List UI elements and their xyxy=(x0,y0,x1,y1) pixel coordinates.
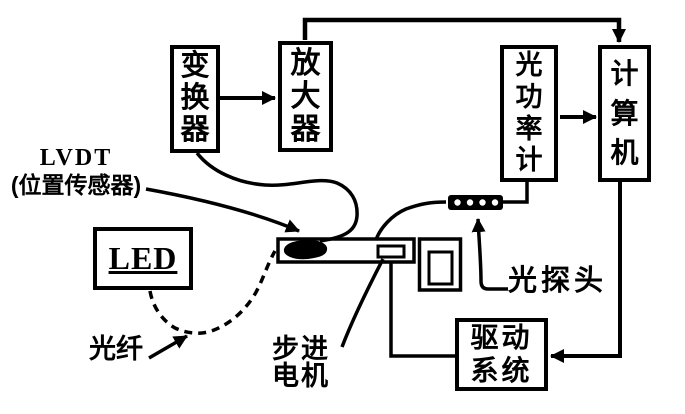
box-optical-power-meter-label: 光功率计 xyxy=(515,49,543,176)
box-amplifier-label: 放大器 xyxy=(290,47,321,146)
arrow-fiber-label-pointer xyxy=(148,334,188,360)
wire-drive-system-to-motor xyxy=(389,250,455,358)
lvdt-label: LVDT (位置传感器) xyxy=(0,145,152,199)
arrow-lvdt-label-pointer xyxy=(145,187,300,233)
wire-stepper-label-pointer xyxy=(340,258,385,348)
lvdt-label-subtitle: (位置传感器) xyxy=(10,172,142,199)
wire-computer-to-drive-system xyxy=(550,182,622,363)
box-drive-system-label: 驱动系统 xyxy=(470,322,533,386)
carriage-inner-box xyxy=(427,250,454,286)
optical-fiber-label: 光纤 xyxy=(89,334,143,364)
wire-power-meter-to-connector xyxy=(503,182,529,204)
wire-transformer-to-lvdt-sensor xyxy=(195,151,359,243)
stepper-motor-label: 步进电机 xyxy=(272,336,340,390)
fiber-connector xyxy=(448,195,503,210)
box-drive-system: 驱动系统 xyxy=(455,318,548,391)
box-amplifier: 放大器 xyxy=(278,41,333,152)
arrow-probe-label-pointer xyxy=(471,218,508,291)
lvdt-label-title: LVDT xyxy=(39,145,113,171)
lvdt-sensor-blob xyxy=(283,239,328,260)
dashed-fiber-led-to-device xyxy=(148,250,277,335)
box-transformer: 变换器 xyxy=(170,45,220,153)
box-transformer-label: 变换器 xyxy=(180,50,210,146)
box-computer: 计算机 xyxy=(598,45,651,182)
box-optical-power-meter: 光功率计 xyxy=(500,45,558,182)
optical-probe-label: 光探头 xyxy=(508,265,608,297)
stepper-motor-label-text: 步进电机 xyxy=(272,334,330,391)
wire-amplifier-to-computer xyxy=(302,17,626,43)
wire-device-to-connector xyxy=(374,200,447,241)
box-led-label: LED xyxy=(108,240,178,276)
carriage-box xyxy=(417,237,463,292)
box-led: LED xyxy=(93,227,193,290)
stepper-motor-unit xyxy=(376,244,406,259)
box-computer-label: 计算机 xyxy=(610,57,639,169)
